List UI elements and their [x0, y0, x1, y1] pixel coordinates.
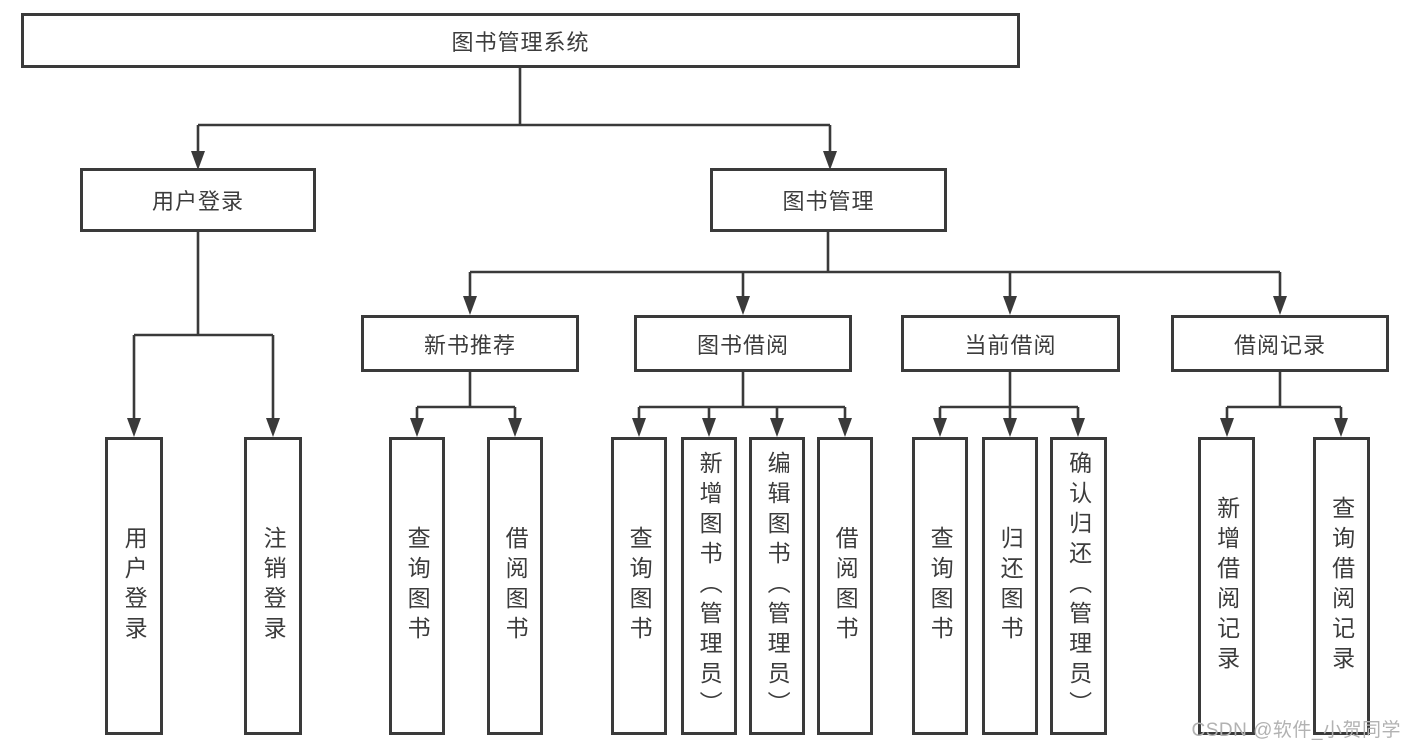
leaf-query-books-borrowing: 查询图书 [611, 437, 667, 735]
leaf-return-books-label: 归还图书 [997, 526, 1024, 646]
leaf-query-borrow-record-label: 查询借阅记录 [1328, 496, 1355, 676]
csdn-watermark: CSDN @软件_小贺同学 [1191, 720, 1401, 741]
node-borrowing-records: 借阅记录 [1171, 315, 1389, 372]
leaf-query-books-borrowing-label: 查询图书 [626, 526, 653, 646]
node-current-borrowing: 当前借阅 [901, 315, 1120, 372]
connector-user-login-to-leaves [127, 232, 280, 437]
leaf-query-borrow-record: 查询借阅记录 [1313, 437, 1370, 735]
node-root: 图书管理系统 [21, 13, 1020, 68]
leaf-confirm-return-admin: 确认归还（管理员） [1050, 437, 1107, 735]
leaf-query-books-recommend-label: 查询图书 [404, 526, 431, 646]
leaf-logout: 注销登录 [244, 437, 302, 735]
leaf-confirm-return-admin-label: 确认归还（管理员） [1065, 451, 1092, 721]
leaf-borrow-books-recommend: 借阅图书 [487, 437, 543, 735]
leaf-add-book-admin-label: 新增图书（管理员） [696, 451, 723, 721]
leaf-user-login-label: 用户登录 [121, 526, 148, 646]
leaf-add-borrow-record: 新增借阅记录 [1198, 437, 1255, 735]
leaf-user-login: 用户登录 [105, 437, 163, 735]
leaf-borrow-books-borrowing-label: 借阅图书 [832, 526, 859, 646]
leaf-add-borrow-record-label: 新增借阅记录 [1213, 496, 1240, 676]
connector-new-book-recommend-to-leaves [410, 371, 522, 437]
connector-root-to-level2 [191, 68, 837, 170]
leaf-add-book-admin: 新增图书（管理员） [681, 437, 737, 735]
connector-book-management-to-level3 [463, 232, 1287, 315]
node-book-management: 图书管理 [710, 168, 947, 232]
leaf-logout-label: 注销登录 [260, 526, 287, 646]
leaf-edit-book-admin: 编辑图书（管理员） [749, 437, 805, 735]
node-user-login: 用户登录 [80, 168, 316, 232]
leaf-borrow-books-borrowing: 借阅图书 [817, 437, 873, 735]
leaf-query-books-current-label: 查询图书 [927, 526, 954, 646]
leaf-edit-book-admin-label: 编辑图书（管理员） [764, 451, 791, 721]
connector-current-borrowing-to-leaves [933, 371, 1085, 437]
leaf-query-books-current: 查询图书 [912, 437, 968, 735]
node-book-borrowing: 图书借阅 [634, 315, 852, 372]
leaf-query-books-recommend: 查询图书 [389, 437, 445, 735]
leaf-borrow-books-recommend-label: 借阅图书 [502, 526, 529, 646]
connector-book-borrowing-to-leaves [632, 371, 852, 437]
leaf-return-books: 归还图书 [982, 437, 1038, 735]
node-new-book-recommend: 新书推荐 [361, 315, 579, 372]
connector-borrowing-records-to-leaves [1220, 371, 1348, 437]
